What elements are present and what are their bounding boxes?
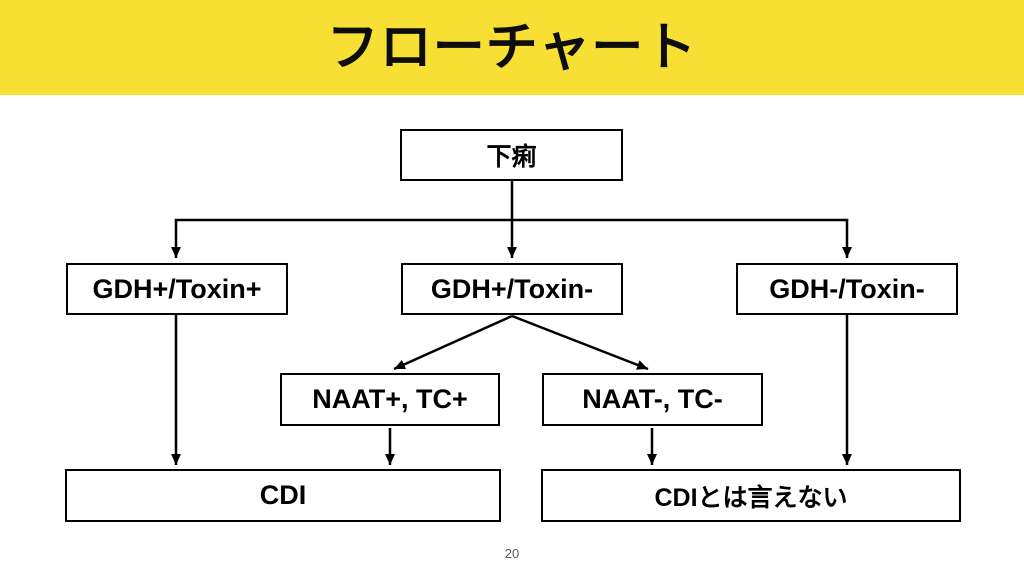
slide-title: フローチャート xyxy=(326,18,698,77)
node-not-cdi: CDIとは言えない xyxy=(541,469,961,522)
connector-gdh-pos-toxin-neg-to-naat-pos xyxy=(393,314,513,371)
connector-gdh-pos-toxin-neg-to-naat-neg xyxy=(511,314,649,371)
node-cdi: CDI xyxy=(65,469,501,522)
node-naat-pos-tc-pos: NAAT+, TC+ xyxy=(280,373,500,426)
slide-title-bar: フローチャート xyxy=(0,0,1024,95)
node-gdh-pos-toxin-neg: GDH+/Toxin- xyxy=(401,263,623,315)
node-naat-neg-tc-neg: NAAT-, TC- xyxy=(542,373,763,426)
node-diarrhea: 下痢 xyxy=(400,129,623,181)
node-gdh-neg-toxin-neg: GDH-/Toxin- xyxy=(736,263,958,315)
node-gdh-pos-toxin-pos: GDH+/Toxin+ xyxy=(66,263,288,315)
page-number: 20 xyxy=(504,546,520,561)
